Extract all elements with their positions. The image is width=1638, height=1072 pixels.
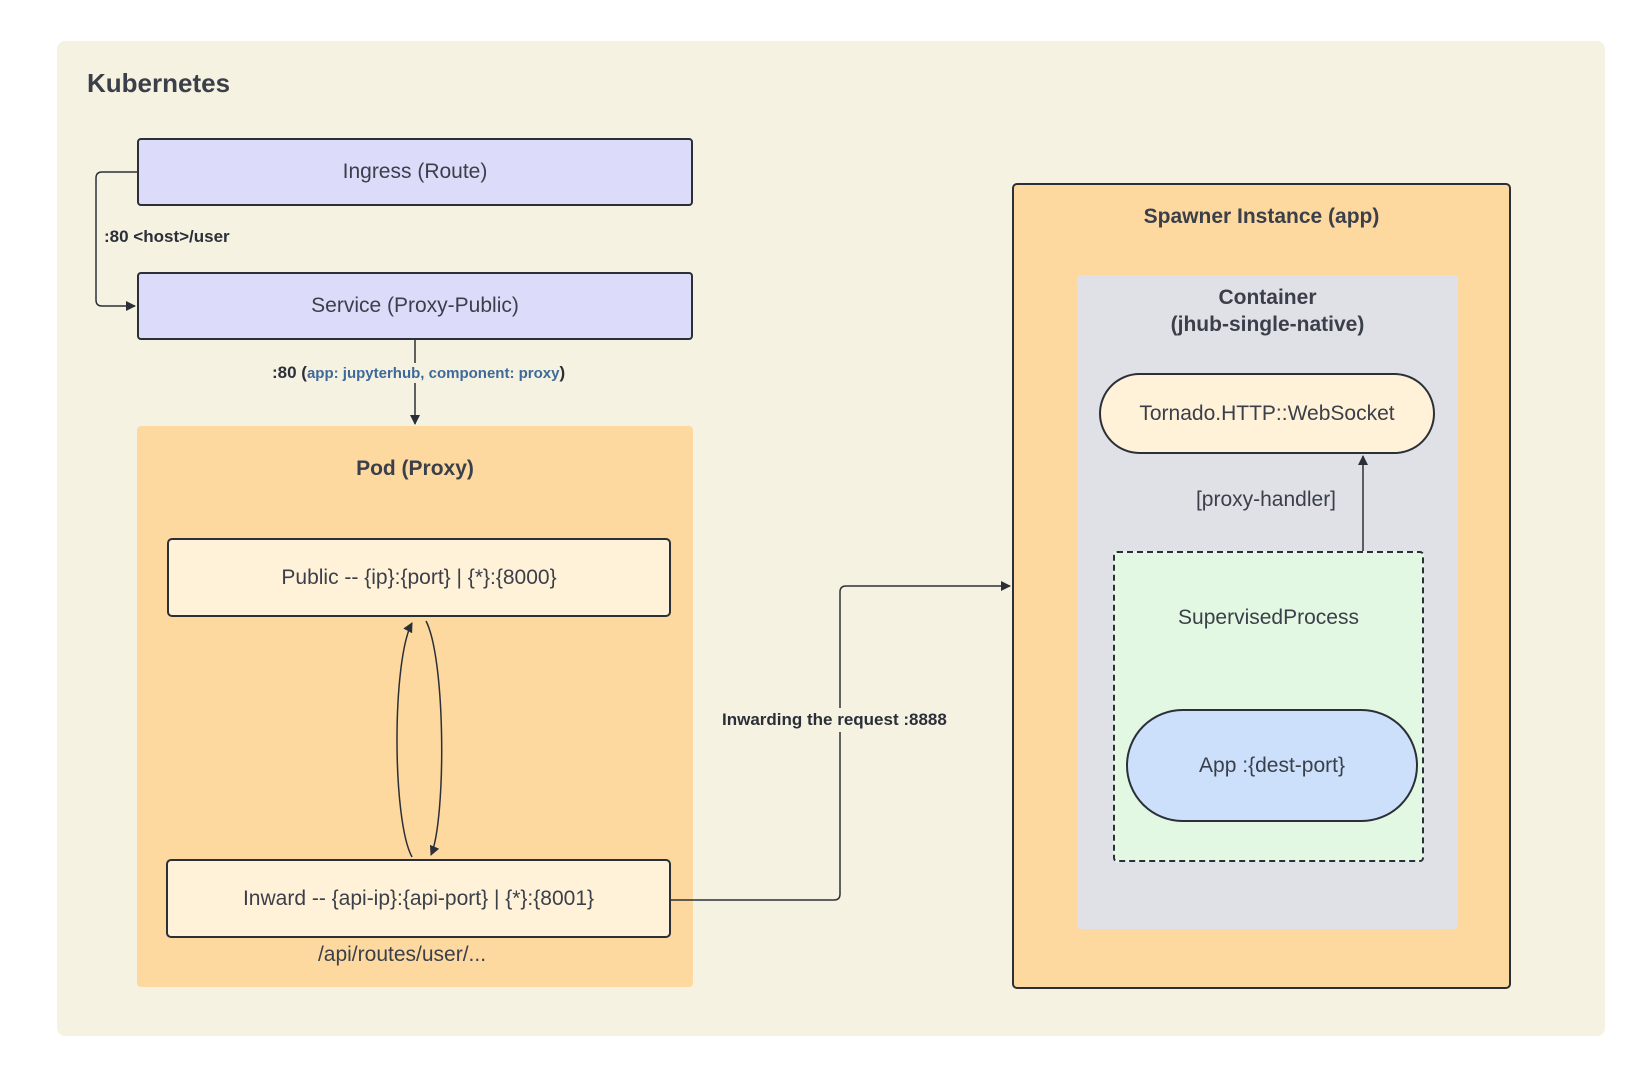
service-proxy-public-node[interactable]: Service (Proxy-Public) <box>137 272 693 340</box>
ingress-label: Ingress (Route) <box>342 160 488 183</box>
ingress-route-node[interactable]: Ingress (Route) <box>137 138 693 206</box>
edge-inward-to-public <box>396 622 413 858</box>
app-label: App :{dest-port} <box>1199 753 1345 777</box>
tornado-label: Tornado.HTTP::WebSocket <box>1139 401 1395 425</box>
container-title: Container (jhub-single-native) <box>1077 284 1458 338</box>
edge-label-ingress-to-service: :80 <host>/user <box>104 227 230 246</box>
inward-caption: /api/routes/user/... <box>317 943 487 966</box>
container-title-line2: (jhub-single-native) <box>1170 313 1365 336</box>
edge-public-to-inward <box>425 620 443 856</box>
edge-ingress-to-service <box>95 171 137 311</box>
cluster-title: Kubernetes <box>87 68 231 98</box>
container-title-line1: Container <box>1218 286 1317 309</box>
app-dest-port-node[interactable]: App :{dest-port} <box>1126 709 1418 822</box>
public-endpoint-label: Public -- {ip}:{port} | {*}:{8000} <box>281 565 557 589</box>
pod-title: Pod (Proxy) <box>356 457 474 480</box>
selector-prefix: :80 ( <box>272 363 307 382</box>
service-label: Service (Proxy-Public) <box>311 294 519 317</box>
edge-label-inward-to-spawner: Inwarding the request :8888 <box>718 708 951 732</box>
inward-endpoint-node[interactable]: Inward -- {api-ip}:{api-port} | {*}:{800… <box>166 859 671 938</box>
tornado-websocket-node[interactable]: Tornado.HTTP::WebSocket <box>1099 373 1435 454</box>
edge-label-service-to-pod: :80 (app: jupyterhub, component: proxy) <box>270 363 568 383</box>
spawner-title: Spawner Instance (app) <box>1143 205 1380 228</box>
public-endpoint-node[interactable]: Public -- {ip}:{port} | {*}:{8000} <box>167 538 671 617</box>
edge-inward-to-spawner <box>671 581 1011 901</box>
inward-endpoint-label: Inward -- {api-ip}:{api-port} | {*}:{800… <box>242 886 595 910</box>
supervised-process-title: SupervisedProcess <box>1178 606 1359 629</box>
proxy-handler-label: [proxy-handler] <box>1195 488 1337 511</box>
selector-suffix: ) <box>559 363 566 382</box>
selector-value: app: jupyterhub, component: proxy <box>306 365 560 382</box>
